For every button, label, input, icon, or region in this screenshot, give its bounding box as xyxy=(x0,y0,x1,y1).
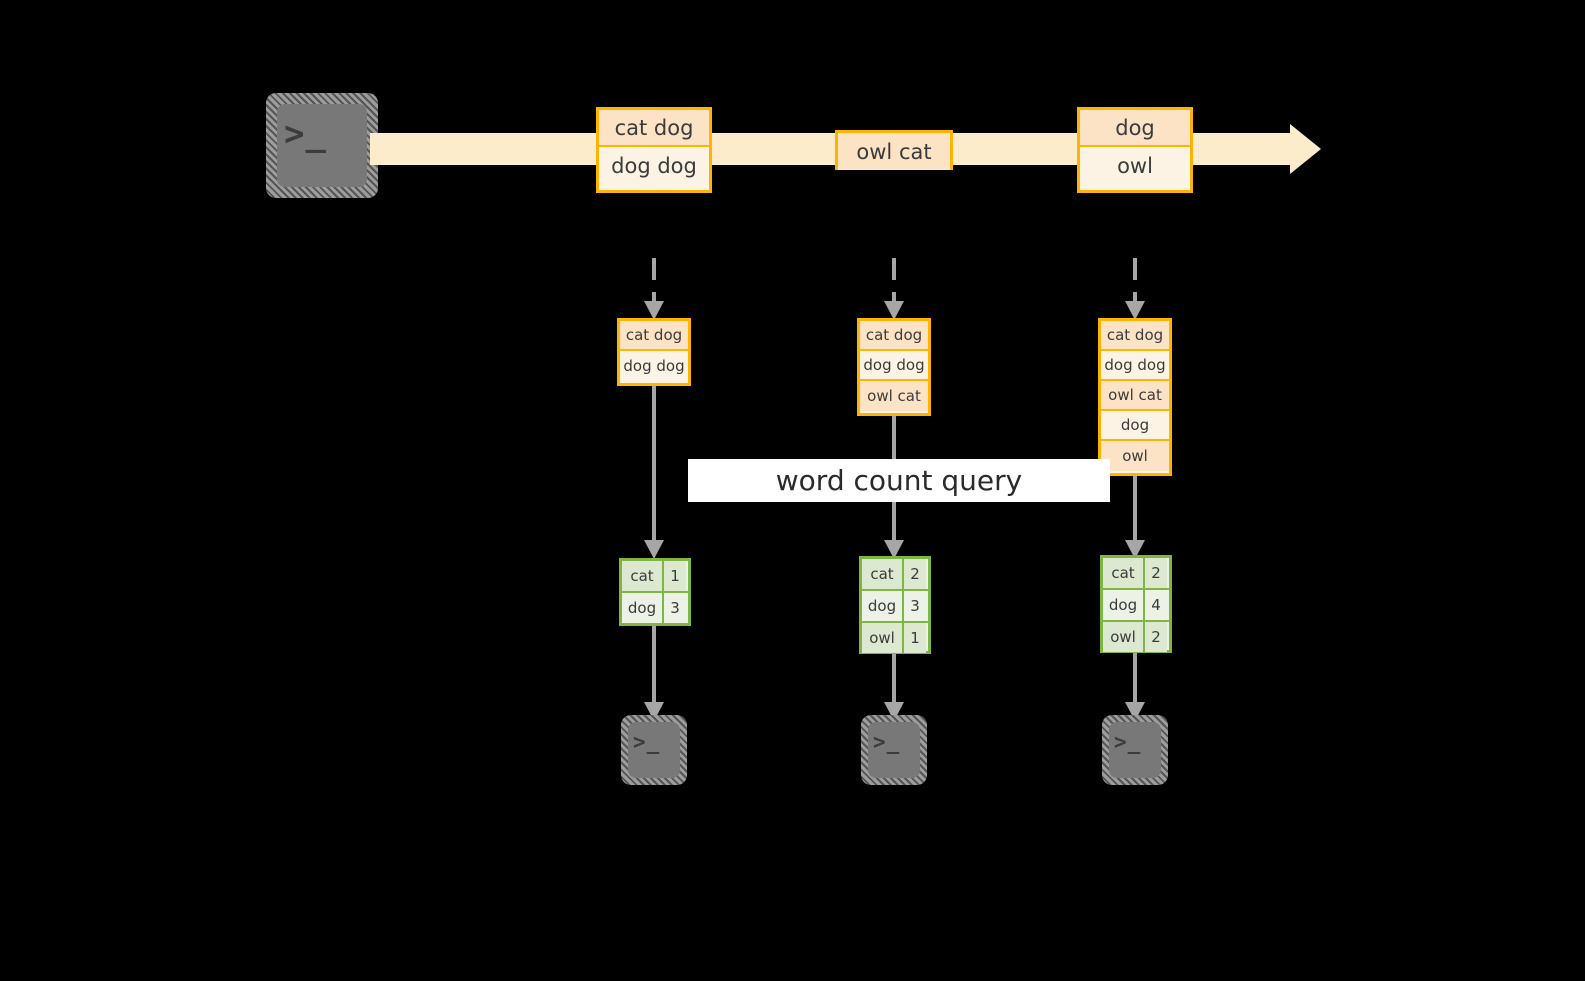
result-word: dog xyxy=(622,593,664,623)
connector-arrowhead xyxy=(1125,540,1145,559)
table-row: dog 3 xyxy=(862,591,928,623)
connector-shaft xyxy=(1133,474,1137,540)
connector-shaft xyxy=(652,384,656,540)
input-stream-arrowhead xyxy=(1290,124,1321,174)
terminal-face xyxy=(868,722,920,778)
result-count: 3 xyxy=(664,593,686,623)
result-count: 2 xyxy=(904,559,926,589)
result-count: 4 xyxy=(1145,590,1167,620)
stream-batch-1-line-1: cat dog xyxy=(599,110,709,147)
stream-batch-3-line-2: owl xyxy=(1080,147,1190,184)
table-row: cat 2 xyxy=(1103,558,1169,590)
batch-3-input-line-1: cat dog xyxy=(1101,321,1169,351)
query-connector-column-3 xyxy=(1125,474,1145,559)
batch-3-input-line-4: dog xyxy=(1101,411,1169,441)
stream-batch-1-box: cat dog dog dog xyxy=(596,107,712,193)
batch-2-sink-terminal-icon: >_ xyxy=(861,715,927,785)
connector-arrowhead xyxy=(1125,301,1145,320)
batch-3-input-line-2: dog dog xyxy=(1101,351,1169,381)
result-count: 1 xyxy=(904,623,926,653)
connector-shaft xyxy=(892,258,896,301)
result-count: 2 xyxy=(1145,622,1167,652)
terminal-face xyxy=(1109,722,1161,778)
batch-1-input-line-1: cat dog xyxy=(620,321,688,351)
table-row: cat 2 xyxy=(862,559,928,591)
table-row: dog 3 xyxy=(622,593,688,623)
result-count: 3 xyxy=(904,591,926,621)
terminal-prompt-glyph: >_ xyxy=(284,114,327,154)
result-word: owl xyxy=(1103,622,1145,652)
sink-connector-column-2 xyxy=(884,654,904,721)
connector-shaft xyxy=(652,626,656,702)
table-row: cat 1 xyxy=(622,561,688,593)
table-row: dog 4 xyxy=(1103,590,1169,622)
dashed-connector-column-1 xyxy=(644,258,664,320)
query-connector-column-1 xyxy=(644,384,664,559)
stream-batch-2-line-1: owl cat xyxy=(838,133,950,170)
batch-1-result-table: cat 1 dog 3 xyxy=(619,558,691,626)
dashed-connector-column-2 xyxy=(884,258,904,320)
stream-batch-3-box: dog owl xyxy=(1077,107,1193,193)
result-count: 1 xyxy=(664,561,686,591)
terminal-face xyxy=(277,104,367,187)
dashed-connector-column-3 xyxy=(1125,258,1145,320)
result-count: 2 xyxy=(1145,558,1167,588)
batch-3-input-line-5: owl xyxy=(1101,441,1169,471)
stream-batch-3-line-1: dog xyxy=(1080,110,1190,147)
sink-connector-column-1 xyxy=(644,626,664,721)
word-count-query-label: word count query xyxy=(688,459,1110,502)
terminal-face xyxy=(628,722,680,778)
batch-3-result-table: cat 2 dog 4 owl 2 xyxy=(1100,555,1172,653)
batch-3-input-line-3: owl cat xyxy=(1101,381,1169,411)
stream-batch-1-line-2: dog dog xyxy=(599,147,709,184)
connector-shaft xyxy=(1133,653,1137,702)
batch-2-input-box: cat dog dog dog owl cat xyxy=(857,318,931,416)
connector-shaft xyxy=(892,654,896,702)
source-terminal-icon: >_ xyxy=(266,93,378,198)
batch-2-input-line-3: owl cat xyxy=(860,381,928,411)
batch-2-input-line-1: cat dog xyxy=(860,321,928,351)
connector-shaft xyxy=(1133,258,1137,301)
connector-arrowhead xyxy=(884,301,904,320)
connector-arrowhead xyxy=(644,301,664,320)
batch-2-result-table: cat 2 dog 3 owl 1 xyxy=(859,556,931,654)
result-word: cat xyxy=(862,559,904,589)
batch-3-sink-terminal-icon: >_ xyxy=(1102,715,1168,785)
connector-shaft xyxy=(652,258,656,301)
batch-1-sink-terminal-icon: >_ xyxy=(621,715,687,785)
sink-connector-column-3 xyxy=(1125,653,1145,721)
result-word: dog xyxy=(862,591,904,621)
result-word: cat xyxy=(622,561,664,591)
terminal-prompt-glyph: >_ xyxy=(633,730,661,754)
batch-1-input-line-2: dog dog xyxy=(620,351,688,381)
batch-1-input-box: cat dog dog dog xyxy=(617,318,691,386)
connector-arrowhead xyxy=(884,540,904,559)
terminal-prompt-glyph: >_ xyxy=(1114,730,1142,754)
result-word: owl xyxy=(862,623,904,653)
connector-arrowhead xyxy=(644,540,664,559)
batch-2-input-line-2: dog dog xyxy=(860,351,928,381)
terminal-prompt-glyph: >_ xyxy=(873,730,901,754)
result-word: cat xyxy=(1103,558,1145,588)
table-row: owl 2 xyxy=(1103,622,1169,652)
batch-3-input-box: cat dog dog dog owl cat dog owl xyxy=(1098,318,1172,476)
table-row: owl 1 xyxy=(862,623,928,653)
result-word: dog xyxy=(1103,590,1145,620)
stream-batch-2-box: owl cat xyxy=(835,130,953,170)
